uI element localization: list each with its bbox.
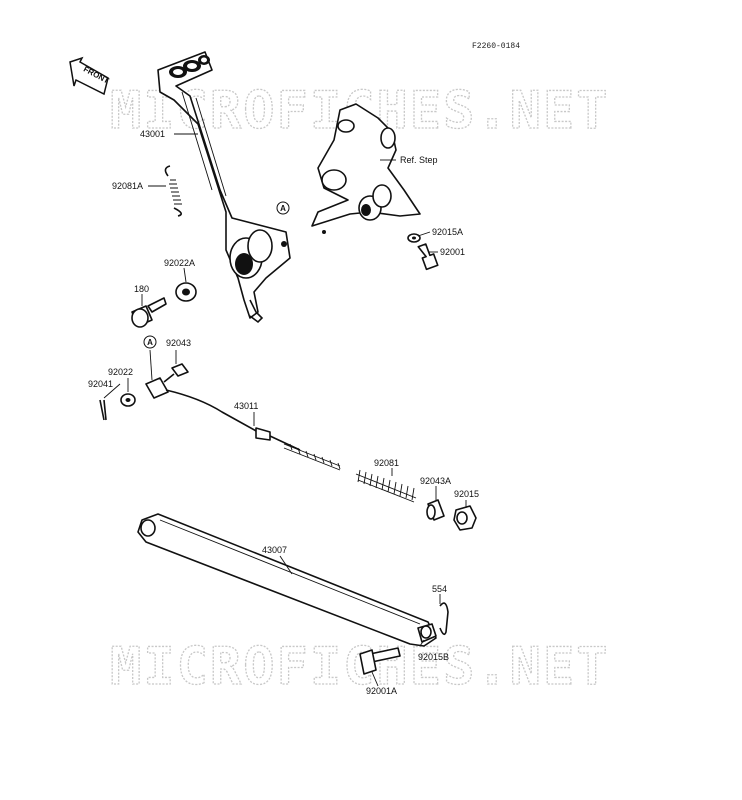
bolt-92001 xyxy=(417,243,439,271)
label-92015B: 92015B xyxy=(418,652,449,662)
label-92081A: 92081A xyxy=(112,181,143,191)
collar-92043A xyxy=(426,499,445,521)
label-92022: 92022 xyxy=(108,367,133,377)
svg-text:A: A xyxy=(147,338,153,347)
bolt-92001A xyxy=(359,647,401,675)
leader-lines xyxy=(103,133,467,687)
bolt-180 xyxy=(131,297,167,328)
nut-92015 xyxy=(453,505,477,531)
label-554: 554 xyxy=(432,584,447,594)
label-92043: 92043 xyxy=(166,338,191,348)
label-ref-step: Ref. Step xyxy=(400,155,438,165)
brake-pedal-43001 xyxy=(157,51,291,324)
spring-92081A xyxy=(164,165,182,217)
washer-92022 xyxy=(120,393,136,407)
nut-92015B xyxy=(417,623,437,643)
label-92022A: 92022A xyxy=(164,258,195,268)
step-bracket xyxy=(311,103,421,234)
label-92015A: 92015A xyxy=(432,227,463,237)
svg-text:A: A xyxy=(280,204,286,213)
cotter-pin-92041 xyxy=(99,399,107,421)
washer-92022A xyxy=(175,282,197,302)
nut-92015A xyxy=(407,233,421,243)
label-180: 180 xyxy=(134,284,149,294)
label-43001: 43001 xyxy=(140,129,165,139)
pin-92043 xyxy=(163,363,189,383)
label-43011: 43011 xyxy=(234,401,258,411)
label-92001: 92001 xyxy=(440,247,465,257)
callout-a-upper: A xyxy=(276,201,290,215)
label-43007: 43007 xyxy=(262,545,287,555)
figure-code: F2260-0184 xyxy=(472,42,520,51)
brake-lever-43007 xyxy=(137,513,437,647)
spring-92081 xyxy=(355,469,417,503)
label-92041: 92041 xyxy=(88,379,113,389)
clip-554 xyxy=(439,602,449,636)
callout-a-lower: A xyxy=(143,335,157,349)
label-92001A: 92001A xyxy=(366,686,397,696)
label-92081: 92081 xyxy=(374,458,399,468)
label-92043A: 92043A xyxy=(420,476,451,486)
rod-43011 xyxy=(145,377,341,471)
front-arrow-icon: FRONT xyxy=(69,56,111,96)
label-92015: 92015 xyxy=(454,489,479,499)
watermark-bottom: MICROFICHES.NET xyxy=(110,637,610,697)
